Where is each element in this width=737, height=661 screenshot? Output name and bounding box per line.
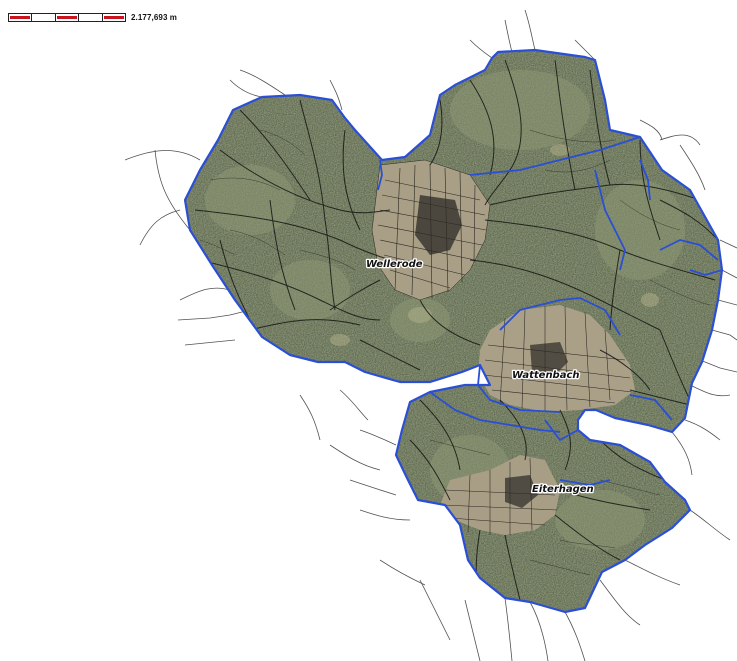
scale-bar-graphic [8,12,126,22]
farmland-wattenbach [478,305,635,412]
place-label-wattenbach: Wattenbach [512,370,580,381]
place-label-eiterhagen: Eiterhagen [532,484,594,495]
scale-bar-segment [32,13,56,21]
scale-bar-label: 2.177,693 m [131,12,178,22]
outer-road-lines [124,9,737,661]
scale-bar-segment [55,13,80,21]
scale-bar-segment [79,13,103,21]
place-label-wellerode: Wellerode [366,259,423,270]
farmland-eiterhagen [440,455,560,535]
scale-bar-segment [102,13,126,21]
farmland-wellerode [371,159,491,301]
municipality-boundary [183,48,724,614]
district-boundaries [377,136,723,486]
place-labels: Wellerode Wattenbach Eiterhagen [365,258,595,497]
scale-bar: 2.177,693 m [8,10,177,24]
scale-bar-segment [9,13,33,21]
